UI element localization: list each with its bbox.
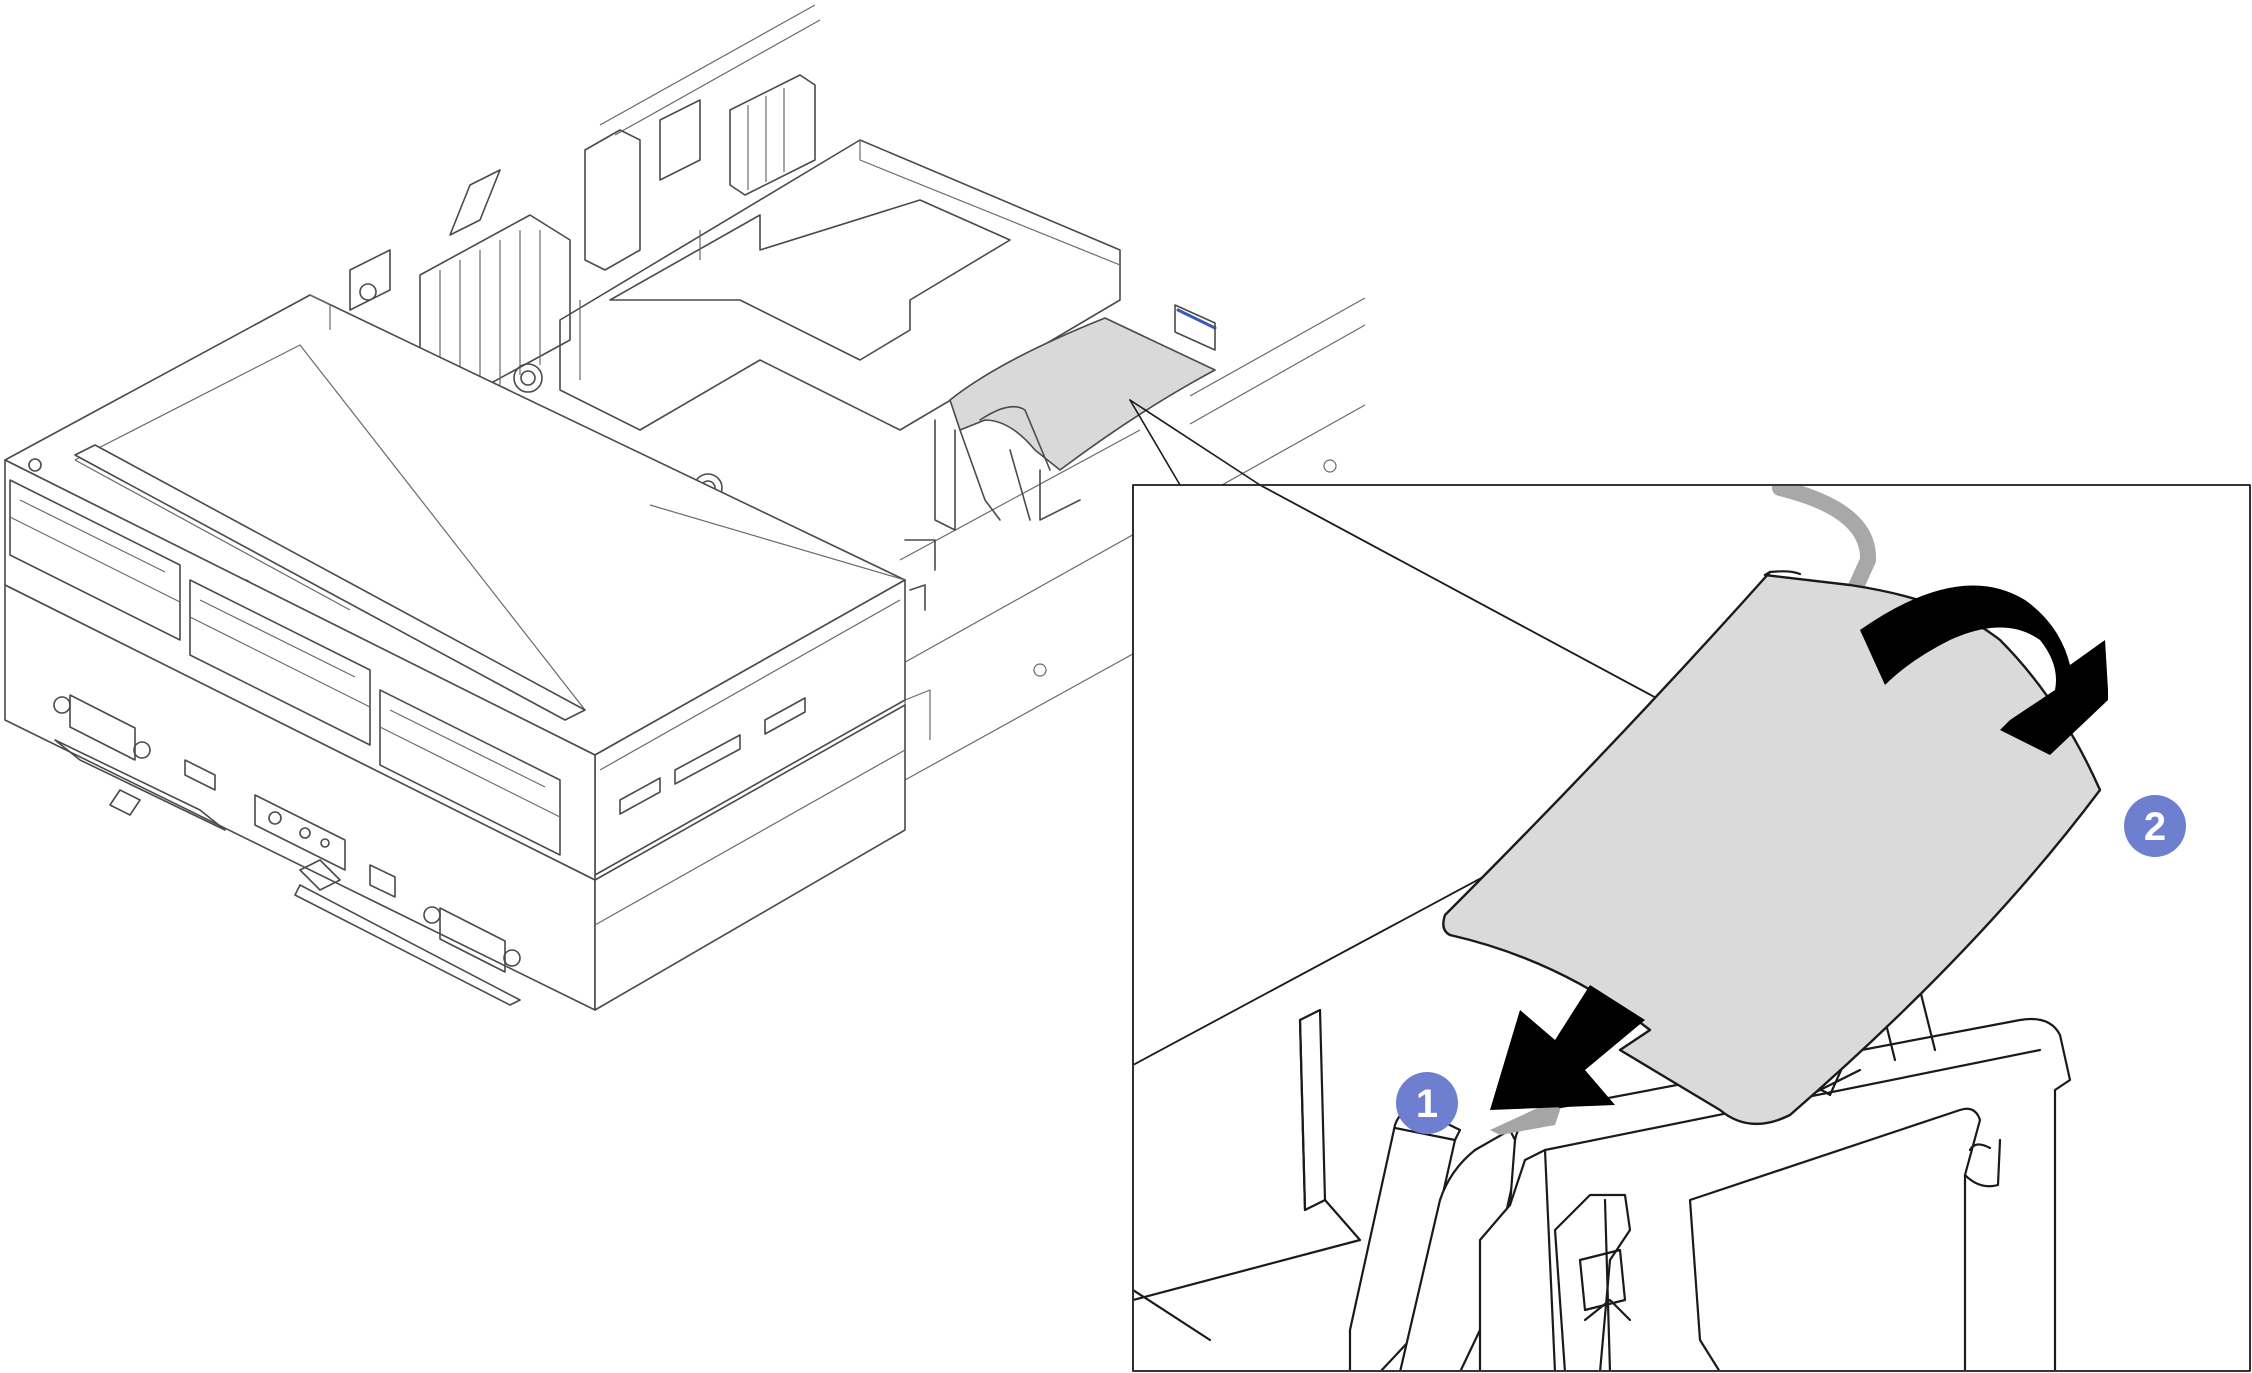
tab-overview — [904, 304, 1217, 611]
air-baffle — [559, 139, 1121, 431]
drive-cage — [4, 294, 906, 921]
riser-brackets — [349, 99, 723, 503]
server-node — [4, 4, 1366, 1011]
callout-2: 2 — [2124, 795, 2186, 857]
callout-2-label: 2 — [2144, 805, 2166, 849]
tab-detail — [1442, 570, 2102, 1126]
callout-1: 1 — [1396, 1072, 1458, 1134]
rotate-arrow-icon — [1860, 585, 2108, 755]
io-tray — [4, 584, 906, 1011]
callout-1-label: 1 — [1416, 1082, 1438, 1126]
heatsink-block — [419, 74, 816, 401]
zoom-leader-lines — [1129, 399, 1261, 486]
slide-arrow-icon — [1490, 985, 1645, 1110]
detail-panel: 1 2 — [1132, 484, 2251, 1372]
